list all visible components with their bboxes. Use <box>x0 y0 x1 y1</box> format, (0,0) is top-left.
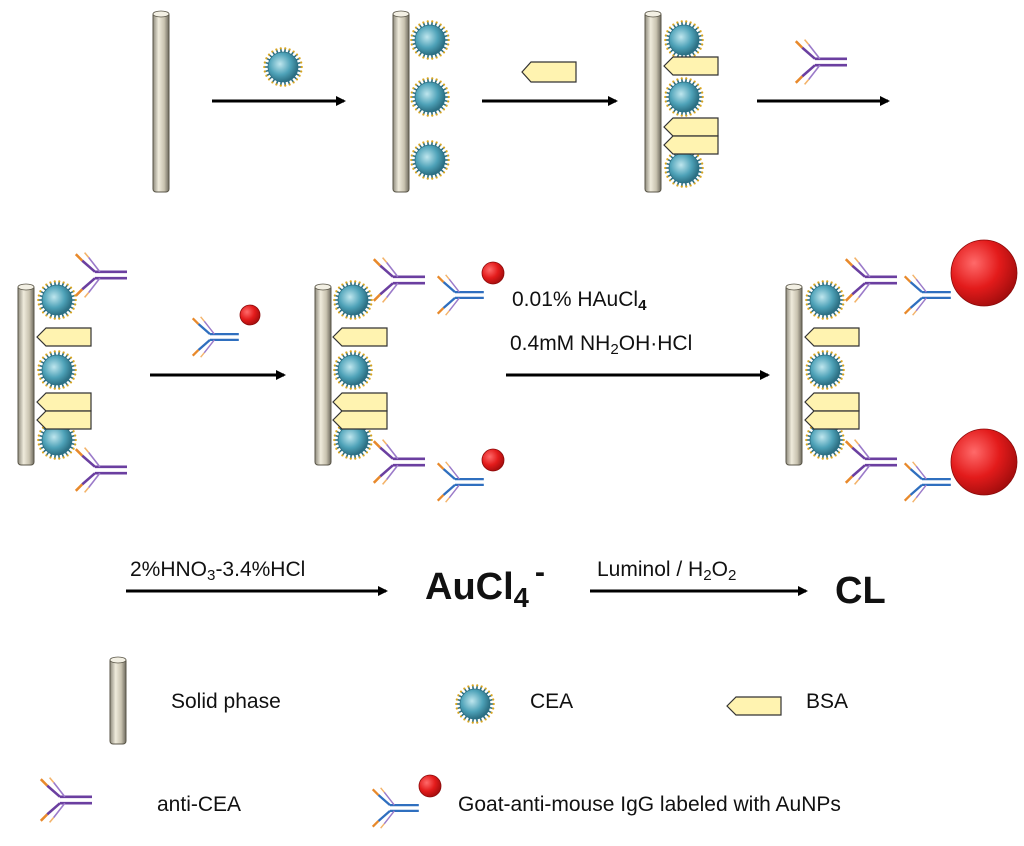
goat-igg-reagent-icon <box>191 316 239 358</box>
product-aucl4: AuCl4- <box>425 555 545 612</box>
bsa-block <box>663 117 719 137</box>
cea-antigen <box>333 280 373 320</box>
cea-antigen <box>664 77 704 117</box>
gold-nanoparticle <box>481 261 505 285</box>
condition-haucl4-sub: 4 <box>638 297 647 315</box>
condition-nh2oh: 0.4mM NH2OH·HCl <box>510 332 693 359</box>
antibody <box>844 257 897 303</box>
arrows-layer <box>126 96 890 596</box>
legend-anti-cea-icon <box>39 777 92 823</box>
bsa-block <box>804 392 860 412</box>
bsa-block <box>332 410 388 430</box>
condition-luminol-sub1: 2 <box>703 567 712 585</box>
condition-luminol: Luminol / H2O2 <box>597 558 737 585</box>
cea-antigen <box>410 140 450 180</box>
legend-solid-phase-label: Solid phase <box>171 690 281 713</box>
antibody <box>903 274 951 316</box>
condition-acid-sub: 3 <box>207 567 216 585</box>
solid-phase-plate-step5 <box>314 283 332 466</box>
cea-antigen <box>805 350 845 390</box>
condition-luminol-sub2: 2 <box>727 567 737 585</box>
condition-nh2oh-suffix: OH·HCl <box>618 332 693 355</box>
antibody <box>436 274 484 316</box>
cea-antigen <box>410 77 450 117</box>
bsa-block <box>332 392 388 412</box>
legend-aunp-icon <box>418 774 442 798</box>
cea-antigen <box>410 20 450 60</box>
antibody <box>903 461 951 503</box>
gold-nanoparticle <box>950 239 1018 307</box>
bsa-block <box>804 327 860 347</box>
condition-acid: 2%HNO3-3.4%HCl <box>130 558 306 585</box>
legend-solid-phase-icon <box>109 656 127 745</box>
condition-acid-text: 2%HNO <box>130 558 208 581</box>
condition-luminol-mid: O <box>711 558 728 581</box>
condition-nh2oh-text: 0.4mM NH <box>510 332 611 355</box>
antibody <box>844 439 897 485</box>
legend-anti-cea-label: anti-CEA <box>157 793 242 816</box>
legend-goat-igg-icon <box>371 787 419 829</box>
product-aucl4-sup: - <box>534 555 545 590</box>
bsa-block <box>804 410 860 430</box>
gold-nanoparticle <box>950 428 1018 496</box>
legend-goat-igg-label: Goat-anti-mouse IgG labeled with AuNPs <box>458 793 841 816</box>
bsa-block <box>663 56 719 76</box>
bsa-block <box>36 327 92 347</box>
cea-antigen <box>333 420 373 460</box>
antibody <box>74 447 127 493</box>
antibody <box>74 252 127 298</box>
components-layer <box>17 10 1018 829</box>
cea-antigen <box>664 20 704 60</box>
cea-antigen <box>664 148 704 188</box>
bsa-block <box>332 327 388 347</box>
bsa-block <box>36 410 92 430</box>
cea-antigen <box>805 280 845 320</box>
cea-antigen <box>37 350 77 390</box>
solid-phase-plate-step4 <box>17 283 35 466</box>
antibody <box>436 461 484 503</box>
bsa-block <box>663 135 719 155</box>
solid-phase-plate-step3 <box>644 10 662 193</box>
condition-acid-suffix: -3.4%HCl <box>215 558 306 581</box>
condition-nh2oh-sub: 2 <box>610 341 619 359</box>
anti-cea-reagent-icon <box>794 39 847 85</box>
goat-igg-reagent-aunp <box>239 304 261 326</box>
cea-antigen <box>37 280 77 320</box>
solid-phase-plate-step2 <box>392 10 410 193</box>
legend-cea-icon <box>455 684 495 724</box>
gold-nanoparticle <box>481 448 505 472</box>
condition-luminol-text: Luminol / H <box>597 558 704 581</box>
solid-phase-plate-step1 <box>152 10 170 193</box>
product-aucl4-text: AuCl <box>425 566 514 608</box>
legend-bsa-label: BSA <box>806 690 849 713</box>
antibody <box>372 257 425 303</box>
cea-reagent-icon <box>263 47 303 87</box>
condition-haucl4-text: 0.01% HAuCl <box>512 288 639 311</box>
legend-bsa-icon <box>726 696 782 716</box>
antibody <box>372 439 425 485</box>
legend-cea-label: CEA <box>530 690 574 713</box>
bsa-block <box>36 392 92 412</box>
solid-phase-plate-step6 <box>785 283 803 466</box>
product-cl: CL <box>835 570 886 612</box>
product-aucl4-sub: 4 <box>513 581 529 613</box>
bsa-reagent-icon <box>521 61 577 83</box>
cea-antigen <box>333 350 373 390</box>
condition-haucl4: 0.01% HAuCl4 <box>512 288 647 315</box>
